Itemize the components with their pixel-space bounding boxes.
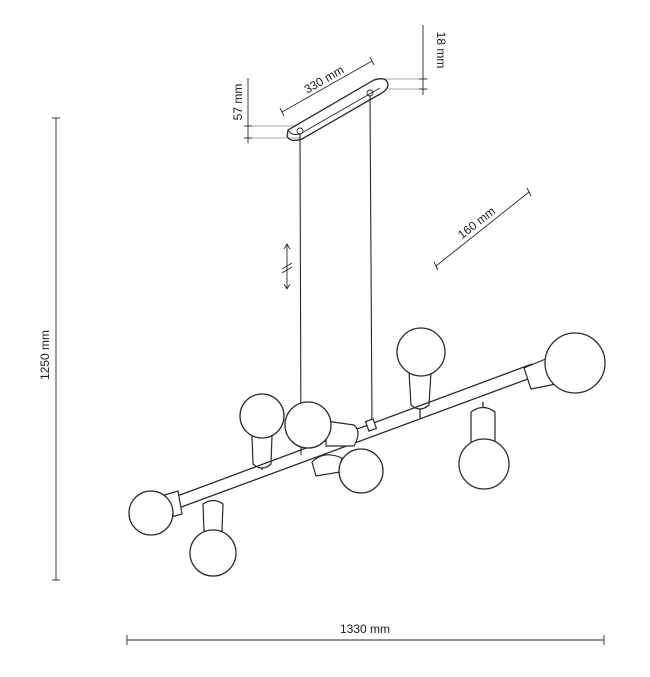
suspension-cables (299, 95, 373, 456)
canopy-drop-label: 57 mm (231, 84, 245, 121)
lamp-center-front (284, 401, 359, 449)
canopy-drop-dimension: 57 mm (231, 78, 300, 143)
lamp-left-end (128, 490, 183, 536)
arm-length-label: 160 mm (455, 204, 498, 242)
lamp-left-lower (189, 499, 237, 577)
width-dimension: 1330 mm (126, 622, 605, 645)
lamp-upper-right-center (396, 327, 446, 418)
width-label: 1330 mm (340, 622, 390, 636)
lamp-right-end (523, 332, 606, 394)
height-dimension: 1250 mm (38, 117, 60, 581)
adjustable-height-arrow-icon (281, 243, 293, 290)
canopy-height-dimension: 18 mm (384, 25, 448, 95)
lamp-left-upper (239, 393, 285, 470)
lamp-center-down (311, 448, 384, 494)
lamp-right-lower (458, 402, 510, 490)
height-label: 1250 mm (38, 330, 52, 380)
ceiling-canopy (286, 78, 389, 142)
arm-length-dimension: 160 mm (433, 187, 532, 271)
canopy-height-label: 18 mm (434, 32, 448, 69)
